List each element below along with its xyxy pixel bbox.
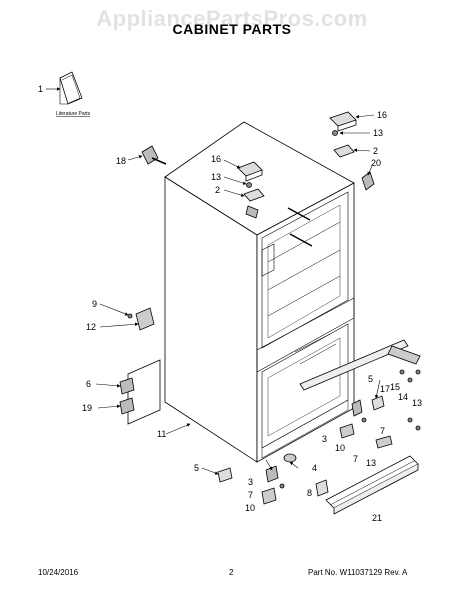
callout-10: 10 bbox=[335, 443, 345, 453]
footer-date: 10/24/2016 bbox=[38, 568, 79, 577]
callout-12: 12 bbox=[86, 322, 96, 332]
callout-7: 7 bbox=[353, 454, 358, 464]
callout-2: 2 bbox=[373, 146, 378, 156]
callout-11: 11 bbox=[157, 429, 166, 439]
lower-hinge-bracket[interactable] bbox=[119, 359, 161, 425]
callout-8: 8 bbox=[307, 488, 312, 498]
callout-6: 6 bbox=[86, 379, 91, 389]
callout-7: 7 bbox=[248, 490, 253, 500]
callout-3: 3 bbox=[322, 434, 327, 444]
callout-9: 9 bbox=[92, 299, 97, 309]
callout-13: 13 bbox=[366, 458, 376, 468]
callout-4: 4 bbox=[312, 463, 317, 473]
callout-5: 5 bbox=[194, 463, 199, 473]
watermark: AppliancePartsPros.com bbox=[96, 6, 368, 31]
page-title: CABINET PARTS bbox=[172, 21, 292, 37]
top-hinge-left[interactable] bbox=[237, 161, 263, 182]
callout-3: 3 bbox=[248, 477, 253, 487]
hinge-pin[interactable] bbox=[141, 145, 167, 165]
callout-1: 1 bbox=[38, 84, 43, 94]
callout-10: 10 bbox=[245, 503, 255, 513]
callout-16: 16 bbox=[211, 154, 221, 164]
callout-20: 20 bbox=[371, 158, 381, 168]
callout-5: 5 bbox=[368, 374, 373, 384]
footer-page-number: 2 bbox=[229, 568, 234, 577]
callout-17: 17 bbox=[380, 384, 390, 394]
top-hinge-right[interactable] bbox=[329, 111, 357, 132]
literature-parts-booklet[interactable] bbox=[59, 71, 83, 105]
front-frame-rail[interactable] bbox=[299, 339, 421, 391]
refrigerator-cabinet[interactable] bbox=[164, 121, 355, 463]
callout-2: 2 bbox=[215, 185, 220, 195]
callout-14: 14 bbox=[398, 392, 408, 402]
footer-part-info: Part No. W11037129 Rev. A bbox=[308, 568, 408, 577]
callout-15: 15 bbox=[390, 382, 400, 392]
center-hinge[interactable] bbox=[127, 307, 155, 331]
literature-parts-label: Literature Parts bbox=[56, 111, 91, 117]
callout-13: 13 bbox=[373, 128, 383, 138]
callout-21: 21 bbox=[372, 513, 382, 523]
callout-13: 13 bbox=[412, 398, 422, 408]
callout-13: 13 bbox=[211, 172, 221, 182]
callout-18: 18 bbox=[116, 156, 126, 166]
toe-grille[interactable] bbox=[325, 455, 419, 515]
callout-16: 16 bbox=[377, 110, 387, 120]
callout-7: 7 bbox=[380, 426, 385, 436]
callout-19: 19 bbox=[82, 403, 92, 413]
